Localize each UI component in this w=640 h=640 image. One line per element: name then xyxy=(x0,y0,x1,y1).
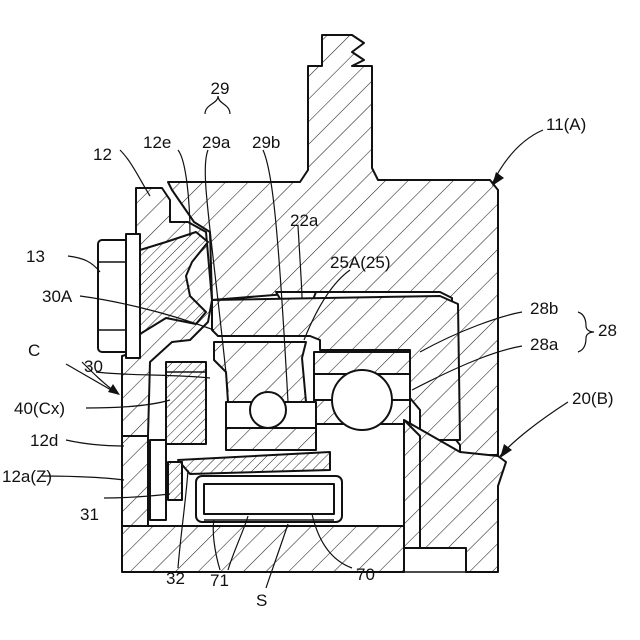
label-29b: 29b xyxy=(252,133,280,152)
arrow-11A-head xyxy=(492,172,504,186)
bearing-28-ball xyxy=(332,370,392,430)
part-31 xyxy=(168,462,182,500)
label-22a: 22a xyxy=(290,211,319,230)
label-32: 32 xyxy=(166,569,185,588)
needle-bearing-70 xyxy=(196,476,342,522)
label-31: 31 xyxy=(80,505,99,524)
label-12: 12 xyxy=(93,145,112,164)
label-29a: 29a xyxy=(202,133,231,152)
label-20B: 20(B) xyxy=(572,389,614,408)
label-12d: 12d xyxy=(30,431,58,450)
label-30: 30 xyxy=(84,357,103,376)
bearing-29 xyxy=(214,342,316,450)
frame-12d xyxy=(150,440,166,520)
label-30A: 30A xyxy=(42,287,73,306)
frame-12a xyxy=(122,436,148,530)
label-28: 28 xyxy=(598,321,617,340)
block-20-insert xyxy=(404,420,420,548)
label-28b: 28b xyxy=(530,299,558,318)
label-28a: 28a xyxy=(530,335,559,354)
label-12e: 12e xyxy=(143,133,171,152)
label-25A: 25A(25) xyxy=(330,253,390,272)
label-71: 71 xyxy=(210,571,229,590)
label-13: 13 xyxy=(26,247,45,266)
label-C: C xyxy=(28,341,40,360)
label-70: 70 xyxy=(356,565,375,584)
label-29: 29 xyxy=(211,79,230,98)
label-11A: 11(A) xyxy=(546,115,586,134)
label-S: S xyxy=(256,591,267,610)
label-40Cx: 40(Cx) xyxy=(14,399,65,418)
part-32 xyxy=(178,452,330,474)
label-12aZ: 12a(Z) xyxy=(2,467,52,486)
arrow-C-head xyxy=(108,384,120,395)
ring-gear-40 xyxy=(166,362,206,444)
